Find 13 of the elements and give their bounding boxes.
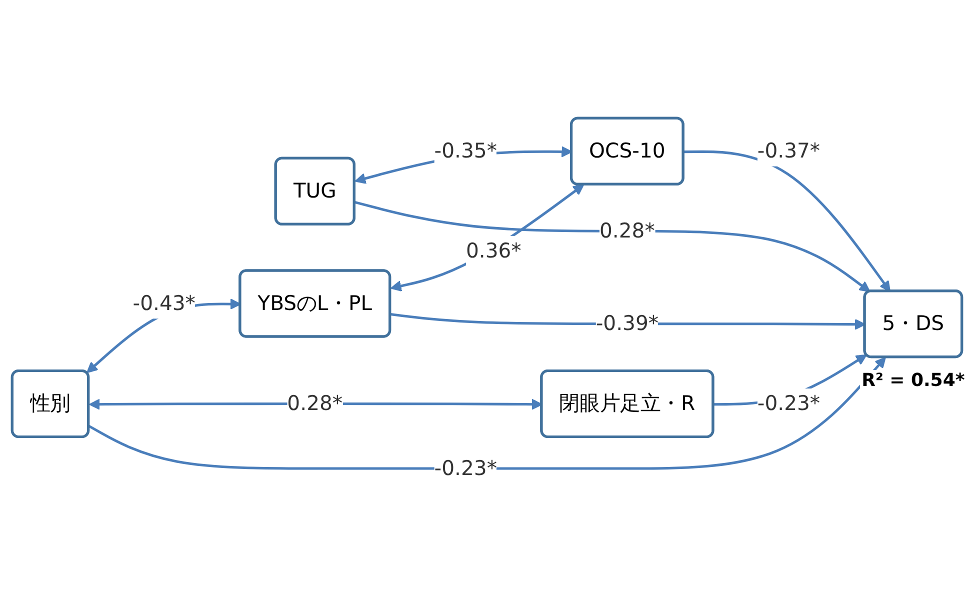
fit-statistic: R² = 0.54* [860,370,967,392]
arrow [354,200,870,292]
edge-label: 0.36* [466,238,522,262]
arrow [684,150,891,292]
edge-label: -0.35* [434,138,497,162]
edge-label: -0.37* [757,138,820,162]
edge-label: 0.28* [599,218,655,242]
edge-label: -0.43* [132,290,196,314]
edge-label: -0.23* [757,390,820,415]
edge-label: -0.23* [434,455,497,480]
arrow [390,184,584,292]
edge-label: 0.28* [287,390,343,415]
edge-label: -0.39* [596,310,659,335]
